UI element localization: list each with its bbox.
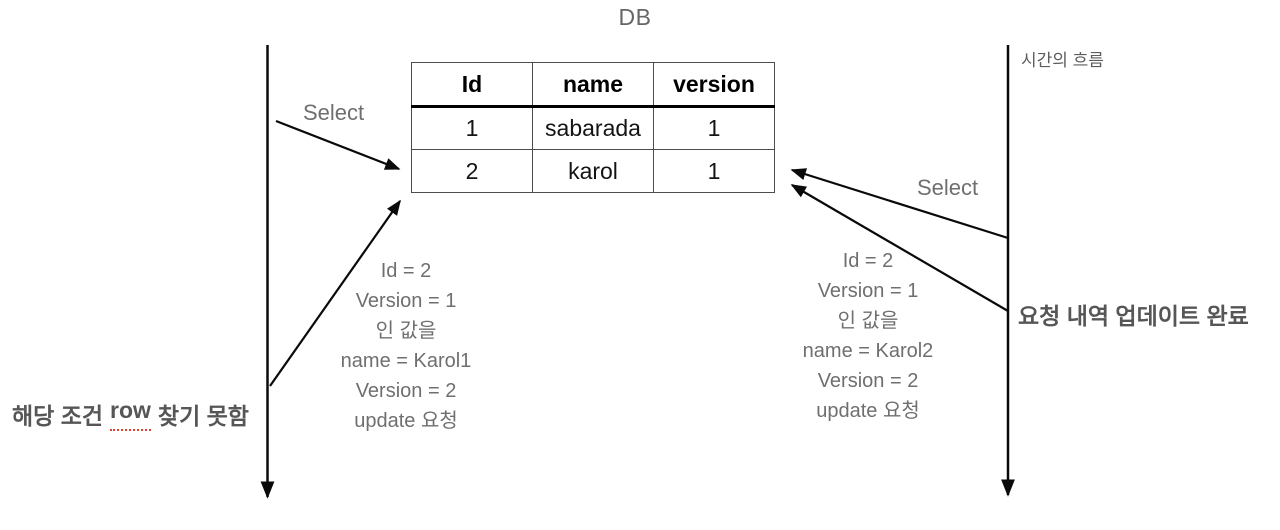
table-row: 2 karol 1 xyxy=(411,149,775,193)
right-update-request-text: Id = 2 Version = 1 인 값을 name = Karol2 Ve… xyxy=(763,246,973,426)
left-select-label: Select xyxy=(303,100,365,125)
request-line: Version = 2 xyxy=(817,370,919,392)
request-line: 인 값을 xyxy=(837,310,899,332)
left-update-request-text: Id = 2 Version = 1 인 값을 name = Karol1 Ve… xyxy=(301,256,511,436)
db-title: DB xyxy=(618,4,652,30)
result-suffix: 찾기 못함 xyxy=(157,403,249,429)
time-flow-label: 시간의 흐름 xyxy=(1021,51,1104,70)
result-prefix: 해당 조건 xyxy=(12,403,104,429)
right-select-label: Select xyxy=(917,175,979,200)
request-line: Version = 1 xyxy=(355,290,457,312)
cell-version: 1 xyxy=(653,106,775,150)
table-header-row: Id name version xyxy=(411,62,775,108)
db-table: Id name version 1 sabarada 1 2 karol 1 xyxy=(411,62,775,193)
request-line: 인 값을 xyxy=(375,320,437,342)
right-select-arrow xyxy=(790,168,1009,240)
request-line: Id = 2 xyxy=(380,260,432,282)
cell-name: karol xyxy=(532,149,654,193)
column-header-name: name xyxy=(532,62,654,108)
request-line: Version = 1 xyxy=(817,280,919,302)
request-line: update 요청 xyxy=(354,410,458,432)
request-line: name = Karol1 xyxy=(340,350,472,372)
cell-name: sabarada xyxy=(532,106,654,150)
left-update-arrow xyxy=(269,199,401,387)
right-result-text: 요청 내역 업데이트 완료 xyxy=(1018,303,1249,329)
column-header-id: Id xyxy=(411,62,533,108)
left-select-arrow xyxy=(275,119,401,171)
left-result-text: 해당 조건 row 찾기 못함 xyxy=(12,397,249,431)
result-row-word: row xyxy=(110,397,151,431)
request-line: name = Karol2 xyxy=(802,340,934,362)
cell-version: 1 xyxy=(653,149,775,193)
request-line: update 요청 xyxy=(816,400,920,422)
cell-id: 1 xyxy=(411,106,533,150)
right-update-arrow xyxy=(790,184,1009,312)
request-line: Id = 2 xyxy=(842,250,894,272)
table-row: 1 sabarada 1 xyxy=(411,106,775,150)
request-line: Version = 2 xyxy=(355,380,457,402)
column-header-version: version xyxy=(653,62,775,108)
cell-id: 2 xyxy=(411,149,533,193)
